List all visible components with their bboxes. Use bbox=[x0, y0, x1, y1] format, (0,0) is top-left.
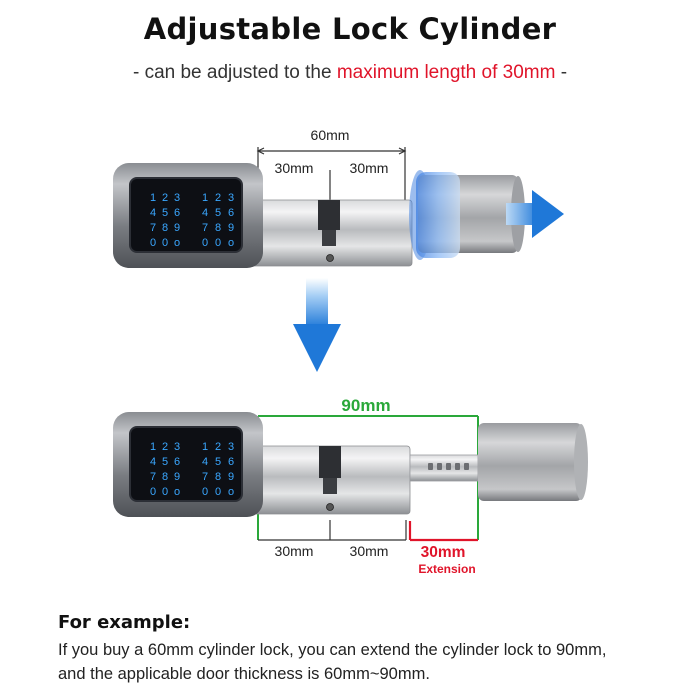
keypad-key: 4 bbox=[150, 456, 156, 468]
page-title: Adjustable Lock Cylinder bbox=[143, 12, 557, 46]
keypad-key: 2 bbox=[162, 441, 168, 453]
keypad-key: 7 bbox=[202, 222, 208, 234]
bottom-knob bbox=[478, 423, 582, 501]
right-arrow-icon bbox=[506, 190, 564, 238]
keypad-key: 3 bbox=[228, 192, 234, 204]
keypad-key: 9 bbox=[174, 471, 180, 483]
subtitle: - can be adjusted to the maximum length … bbox=[0, 62, 700, 84]
keypad-key: 0 bbox=[202, 486, 208, 498]
keypad-key: 5 bbox=[215, 456, 221, 468]
keypad-key: 6 bbox=[228, 456, 234, 468]
subtitle-suffix: - bbox=[555, 62, 568, 83]
extension-bracket bbox=[408, 521, 478, 542]
example-heading: For example: bbox=[58, 612, 191, 633]
keypad-key: o bbox=[174, 486, 180, 498]
keypad-key: 1 bbox=[202, 441, 208, 453]
bottom-dimension-lines bbox=[258, 520, 407, 541]
keypad-key: 6 bbox=[174, 207, 180, 219]
top-screw-hole bbox=[326, 254, 334, 262]
keypad-key: 8 bbox=[215, 471, 221, 483]
bottom-cam bbox=[319, 446, 341, 478]
keypad-key: 5 bbox=[215, 207, 221, 219]
keypad-key: 5 bbox=[162, 456, 168, 468]
keypad-key: 1 bbox=[202, 192, 208, 204]
extension-caption: Extension bbox=[418, 562, 475, 576]
extension-notches bbox=[428, 463, 469, 470]
keypad-key: 8 bbox=[162, 471, 168, 483]
keypad-key: 7 bbox=[202, 471, 208, 483]
keypad-key: 9 bbox=[228, 471, 234, 483]
keypad-key: o bbox=[174, 237, 180, 249]
keypad-key: 4 bbox=[202, 456, 208, 468]
extension-label: 30mm bbox=[421, 544, 466, 561]
keypad-key: 1 bbox=[150, 441, 156, 453]
keypad-key: 9 bbox=[228, 222, 234, 234]
bottom-keypad-panel bbox=[129, 426, 243, 502]
keypad-key: 3 bbox=[174, 441, 180, 453]
top-total-label: 60mm bbox=[311, 127, 350, 143]
top-dimension-lines bbox=[256, 147, 407, 200]
example-line-1: If you buy a 60mm cylinder lock, you can… bbox=[58, 641, 607, 659]
keypad-key: o bbox=[228, 486, 234, 498]
keypad-key: 1 bbox=[150, 192, 156, 204]
top-right-label: 30mm bbox=[350, 160, 389, 176]
keypad-key: 6 bbox=[174, 456, 180, 468]
down-arrow-icon bbox=[293, 278, 341, 372]
keypad-key: 0 bbox=[162, 486, 168, 498]
bottom-screw-hole bbox=[326, 503, 334, 511]
top-left-label: 30mm bbox=[275, 160, 314, 176]
bottom-right-label: 30mm bbox=[350, 543, 389, 559]
keypad-key: 2 bbox=[215, 441, 221, 453]
keypad-key: 0 bbox=[215, 237, 221, 249]
example-body: If you buy a 60mm cylinder lock, you can… bbox=[58, 638, 688, 686]
bottom-left-label: 30mm bbox=[275, 543, 314, 559]
keypad-key: 3 bbox=[174, 192, 180, 204]
keypad-key: 2 bbox=[215, 192, 221, 204]
subtitle-prefix: - can be adjusted to the bbox=[132, 62, 337, 83]
keypad-key: 0 bbox=[162, 237, 168, 249]
keypad-key: 4 bbox=[202, 207, 208, 219]
keypad-key: 0 bbox=[202, 237, 208, 249]
keypad-key: 6 bbox=[228, 207, 234, 219]
subtitle-highlight: maximum length of 30mm bbox=[336, 62, 556, 83]
keypad-key: 5 bbox=[162, 207, 168, 219]
keypad-key: 0 bbox=[150, 486, 156, 498]
keypad-key: 0 bbox=[215, 486, 221, 498]
example-line-2: and the applicable door thickness is 60m… bbox=[58, 665, 430, 683]
bottom-total-label: 90mm bbox=[341, 396, 390, 415]
keypad-key: 8 bbox=[162, 222, 168, 234]
keypad-key: 7 bbox=[150, 222, 156, 234]
keypad-key: 8 bbox=[215, 222, 221, 234]
keypad-key: 0 bbox=[150, 237, 156, 249]
keypad-key: 9 bbox=[174, 222, 180, 234]
keypad-key: 2 bbox=[162, 192, 168, 204]
top-keypad-panel bbox=[129, 177, 243, 253]
keypad-key: 4 bbox=[150, 207, 156, 219]
top-cam bbox=[318, 200, 340, 230]
keypad-key: 7 bbox=[150, 471, 156, 483]
keypad-key: 3 bbox=[228, 441, 234, 453]
keypad-key: o bbox=[228, 237, 234, 249]
